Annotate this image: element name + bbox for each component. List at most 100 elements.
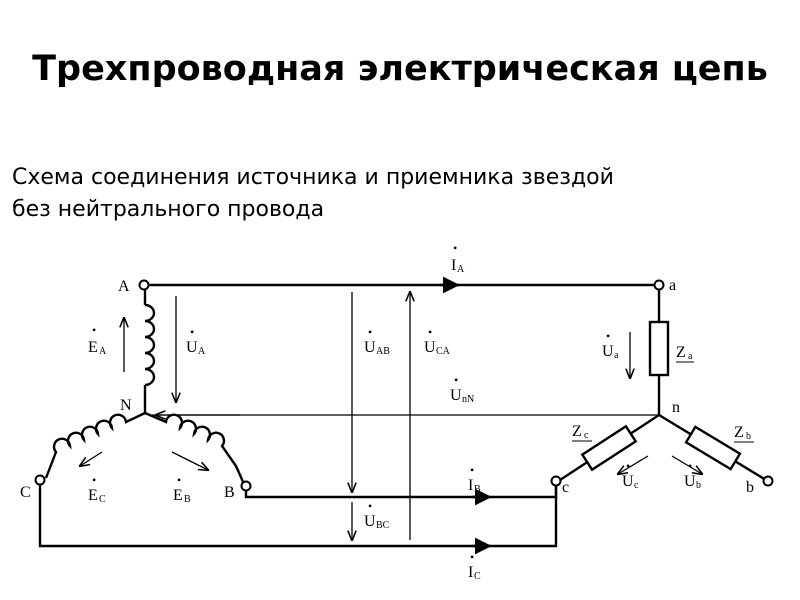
svg-text:•: • xyxy=(606,329,610,343)
svg-text:•: • xyxy=(92,323,96,337)
slide-title-text: Трехпроводная электрическая цепь xyxy=(32,49,768,89)
svg-text:•: • xyxy=(177,473,181,487)
svg-text:E: E xyxy=(173,487,183,504)
svg-text:U: U xyxy=(622,473,634,490)
label-node-a: a xyxy=(669,277,676,294)
svg-text:•: • xyxy=(190,325,194,339)
label-emf-ec: • E C xyxy=(88,473,106,505)
svg-text:•: • xyxy=(428,325,432,339)
terminal-c-icon xyxy=(550,475,562,487)
svg-text:Z: Z xyxy=(572,423,582,440)
arrow-eb-icon xyxy=(171,451,208,470)
terminal-a-icon xyxy=(653,279,665,291)
terminals xyxy=(34,279,774,492)
svg-text:U: U xyxy=(186,339,198,356)
label-voltage-uc-load: • U c xyxy=(622,459,639,491)
label-node-A: A xyxy=(118,278,130,295)
label-node-C: C xyxy=(20,484,31,501)
wire-line-c xyxy=(38,485,558,548)
svg-text:b: b xyxy=(746,431,751,442)
subtitle-line-1: Схема соединения источника и приемника з… xyxy=(12,165,614,190)
svg-text:C: C xyxy=(474,571,481,582)
svg-text:U: U xyxy=(450,387,462,404)
svg-text:A: A xyxy=(99,346,107,357)
label-voltage-ub-load: • U b xyxy=(684,459,701,491)
wire-line-b xyxy=(244,490,490,499)
svg-text:•: • xyxy=(454,373,458,387)
label-current-ib: • I B xyxy=(468,463,481,495)
quantity-labels: • I A • I B • I C • E A xyxy=(88,241,754,582)
svg-text:U: U xyxy=(364,339,376,356)
label-voltage-ua: • U A xyxy=(186,325,206,357)
svg-text:a: a xyxy=(688,351,693,362)
svg-text:E: E xyxy=(88,339,98,356)
svg-text:•: • xyxy=(688,459,692,473)
terminal-A-icon xyxy=(138,279,150,291)
svg-text:c: c xyxy=(634,480,639,491)
svg-text:U: U xyxy=(424,339,436,356)
load-star xyxy=(580,320,742,472)
resistor-zb-icon xyxy=(684,425,742,471)
current-arrows xyxy=(440,276,492,555)
svg-text:a: a xyxy=(614,350,619,361)
terminal-B-icon xyxy=(240,480,252,492)
label-voltage-uab: • U AB xyxy=(364,325,390,357)
svg-text:U: U xyxy=(364,513,376,530)
svg-text:B: B xyxy=(184,494,191,505)
svg-text:b: b xyxy=(696,480,701,491)
resistor-zc-icon xyxy=(580,424,638,472)
svg-text:•: • xyxy=(470,463,474,477)
svg-text:E: E xyxy=(88,487,98,504)
label-node-B: B xyxy=(224,484,235,501)
arrow-ec-icon xyxy=(80,451,103,466)
coil-b-icon xyxy=(144,411,246,485)
label-impedance-zc: Z c xyxy=(572,423,592,442)
node-labels: A N C B a n c b xyxy=(20,277,754,501)
slide-title: Трехпроводная электрическая цепь xyxy=(0,44,800,94)
subtitle-line-2: без нейтрального провода xyxy=(12,197,325,222)
svg-text:A: A xyxy=(457,264,465,275)
coil-a-icon xyxy=(144,303,156,387)
svg-text:CA: CA xyxy=(436,346,451,357)
svg-text:BC: BC xyxy=(376,520,390,531)
label-voltage-uca: • U CA xyxy=(424,325,451,357)
svg-text:•: • xyxy=(92,473,96,487)
label-current-ic: • I C xyxy=(468,550,481,582)
label-emf-eb: • E B xyxy=(173,473,191,505)
label-impedance-zb: Z b xyxy=(734,424,754,443)
label-node-n: n xyxy=(672,399,680,416)
svg-text:•: • xyxy=(453,241,457,255)
svg-text:Z: Z xyxy=(676,344,686,361)
label-impedance-za: Z a xyxy=(676,344,694,363)
label-emf-ea: • E A xyxy=(88,323,107,357)
wire-line-b-end xyxy=(490,486,558,499)
svg-text:•: • xyxy=(470,550,474,564)
label-voltage-ubc: • U BC xyxy=(364,499,390,531)
label-node-c: c xyxy=(562,479,569,496)
svg-text:•: • xyxy=(368,325,372,339)
svg-text:nN: nN xyxy=(462,394,474,405)
resistor-za-icon xyxy=(648,320,670,377)
svg-text:•: • xyxy=(626,459,630,473)
svg-text:B: B xyxy=(474,484,481,495)
label-voltage-unn: • U nN xyxy=(450,373,474,405)
label-current-ia: • I A xyxy=(451,241,465,275)
svg-text:•: • xyxy=(368,499,372,513)
svg-text:AB: AB xyxy=(376,346,390,357)
terminal-C-icon xyxy=(34,474,46,486)
label-node-N: N xyxy=(120,397,132,414)
arrow-uc-icon xyxy=(618,455,649,474)
svg-text:I: I xyxy=(451,257,456,274)
svg-text:I: I xyxy=(468,564,473,581)
svg-text:U: U xyxy=(602,343,614,360)
terminal-b-icon xyxy=(762,475,774,487)
source-star xyxy=(44,290,246,485)
svg-text:A: A xyxy=(198,346,206,357)
label-node-b: b xyxy=(746,479,754,496)
arrow-ub-icon xyxy=(671,455,702,474)
svg-text:U: U xyxy=(684,473,696,490)
label-voltage-ua-load: • U a xyxy=(602,329,619,361)
slide-subtitle: Схема соединения источника и приемника з… xyxy=(12,162,772,226)
